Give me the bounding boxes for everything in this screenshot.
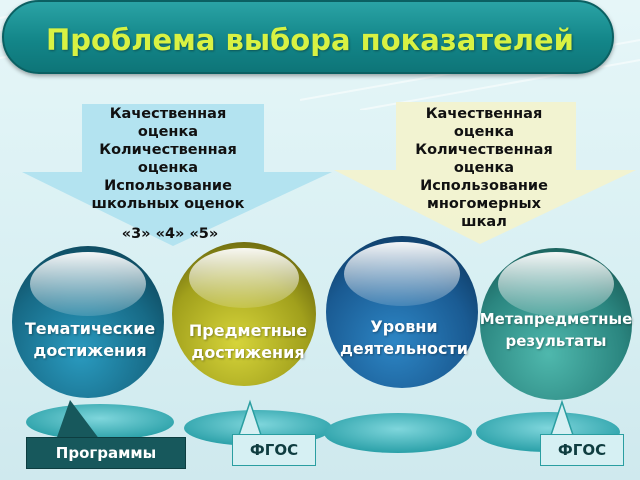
right-arrow-text: Качественная оценка Количественная оценк… — [398, 105, 570, 231]
sphere-label-metasubject-line-1: Метапредметные — [479, 310, 633, 328]
sphere-subject — [172, 242, 316, 386]
sphere-metasubject — [480, 248, 632, 400]
right-arrow-line-2: оценка — [453, 124, 515, 140]
right-arrow-line-7: шкал — [461, 214, 507, 230]
sphere-label-subject: Предметные достижения — [170, 320, 326, 364]
sphere-label-subject-line-1: Предметные — [188, 321, 308, 340]
left-arrow-line-2: оценка — [137, 124, 199, 140]
title-banner: Проблема выбора показателей — [2, 0, 614, 74]
right-arrow-line-1: Качественная — [425, 106, 543, 122]
sphere-label-subject-line-2: достижения — [191, 343, 305, 362]
right-down-arrow — [334, 102, 636, 244]
right-arrow-line-4: оценка — [453, 160, 515, 176]
right-arrow-line-3: Количественная — [415, 142, 553, 158]
left-arrow-line-3: Количественная — [99, 142, 237, 158]
sphere-activity — [326, 236, 478, 388]
sphere-thematic — [12, 246, 164, 398]
sphere-label-activity-line-1: Уровни — [370, 317, 438, 336]
sphere-label-activity-line-2: деятельности — [339, 339, 469, 358]
page-title: Проблема выбора показателей — [46, 23, 574, 57]
left-arrow-text: Качественная оценка Количественная оценк… — [82, 105, 254, 213]
fgos-tag-2: ФГОС — [540, 434, 624, 466]
sphere-label-activity: Уровни деятельности — [330, 316, 478, 360]
left-arrow-line-6: школьных оценок — [91, 196, 245, 212]
grade-scale: «3» «4» «5» — [121, 226, 219, 242]
sphere-label-thematic-line-1: Тематические — [24, 319, 156, 338]
left-arrow-line-5: Использование — [104, 178, 232, 194]
right-arrow-line-5: Использование — [420, 178, 548, 194]
programs-tag: Программы — [26, 437, 186, 469]
left-down-arrow — [22, 104, 332, 246]
sphere-label-metasubject: Метапредметные результаты — [474, 308, 638, 352]
sphere-label-metasubject-line-2: результаты — [505, 332, 607, 350]
pointer-programs — [56, 400, 100, 440]
sphere-label-thematic-line-2: достижения — [33, 341, 147, 360]
left-arrow-line-1: Качественная — [109, 106, 227, 122]
right-arrow-line-6: многомерных — [427, 196, 541, 212]
sphere-label-thematic: Тематические достижения — [12, 318, 168, 362]
left-arrow-line-4: оценка — [137, 160, 199, 176]
fgos-tag-1: ФГОС — [232, 434, 316, 466]
